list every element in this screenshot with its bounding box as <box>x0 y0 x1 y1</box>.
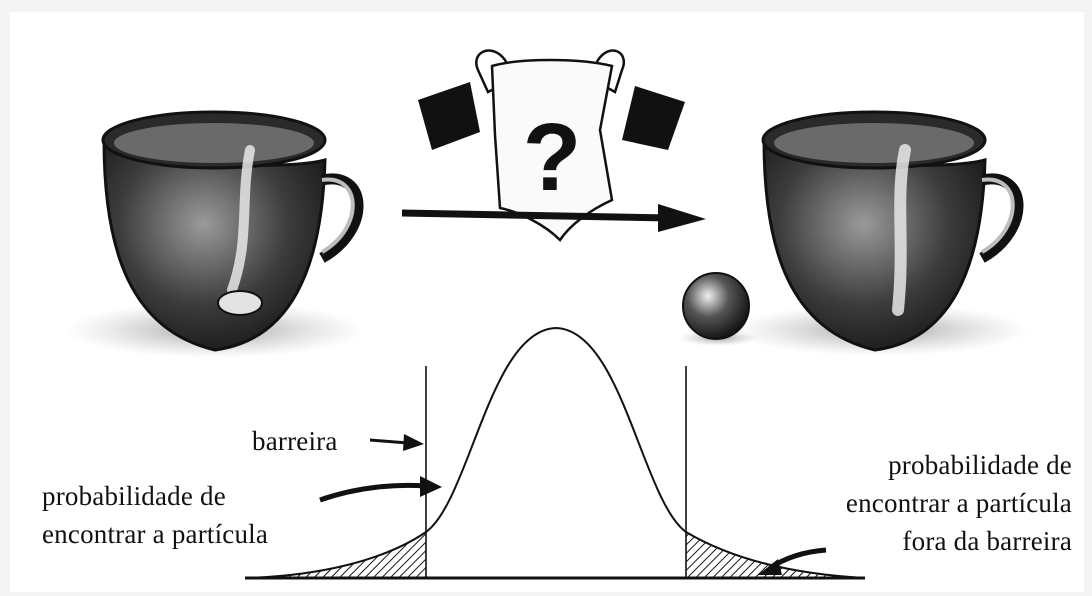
right-cup-icon <box>730 112 1030 356</box>
question-mark-icon: ? <box>523 104 582 211</box>
left-tail-area <box>245 532 426 578</box>
ball-icon <box>678 273 758 346</box>
right-probability-label-line2: encontrar a partícula <box>846 487 1072 520</box>
barrier-pointer-arrow <box>370 434 424 451</box>
left-cup-with-ball-icon <box>65 112 365 358</box>
right-probability-label-line3: fora da barreira <box>902 525 1072 558</box>
probability-diagram <box>245 328 865 578</box>
left-probability-label-line2: encontrar a partícula <box>42 518 268 551</box>
probability-curve <box>245 328 865 578</box>
inside-probability-arrow <box>320 476 442 500</box>
barrier-label: barreira <box>252 425 338 458</box>
right-probability-label-line1: probabilidade de <box>888 449 1072 482</box>
left-probability-label-line1: probabilidade de <box>42 480 226 513</box>
